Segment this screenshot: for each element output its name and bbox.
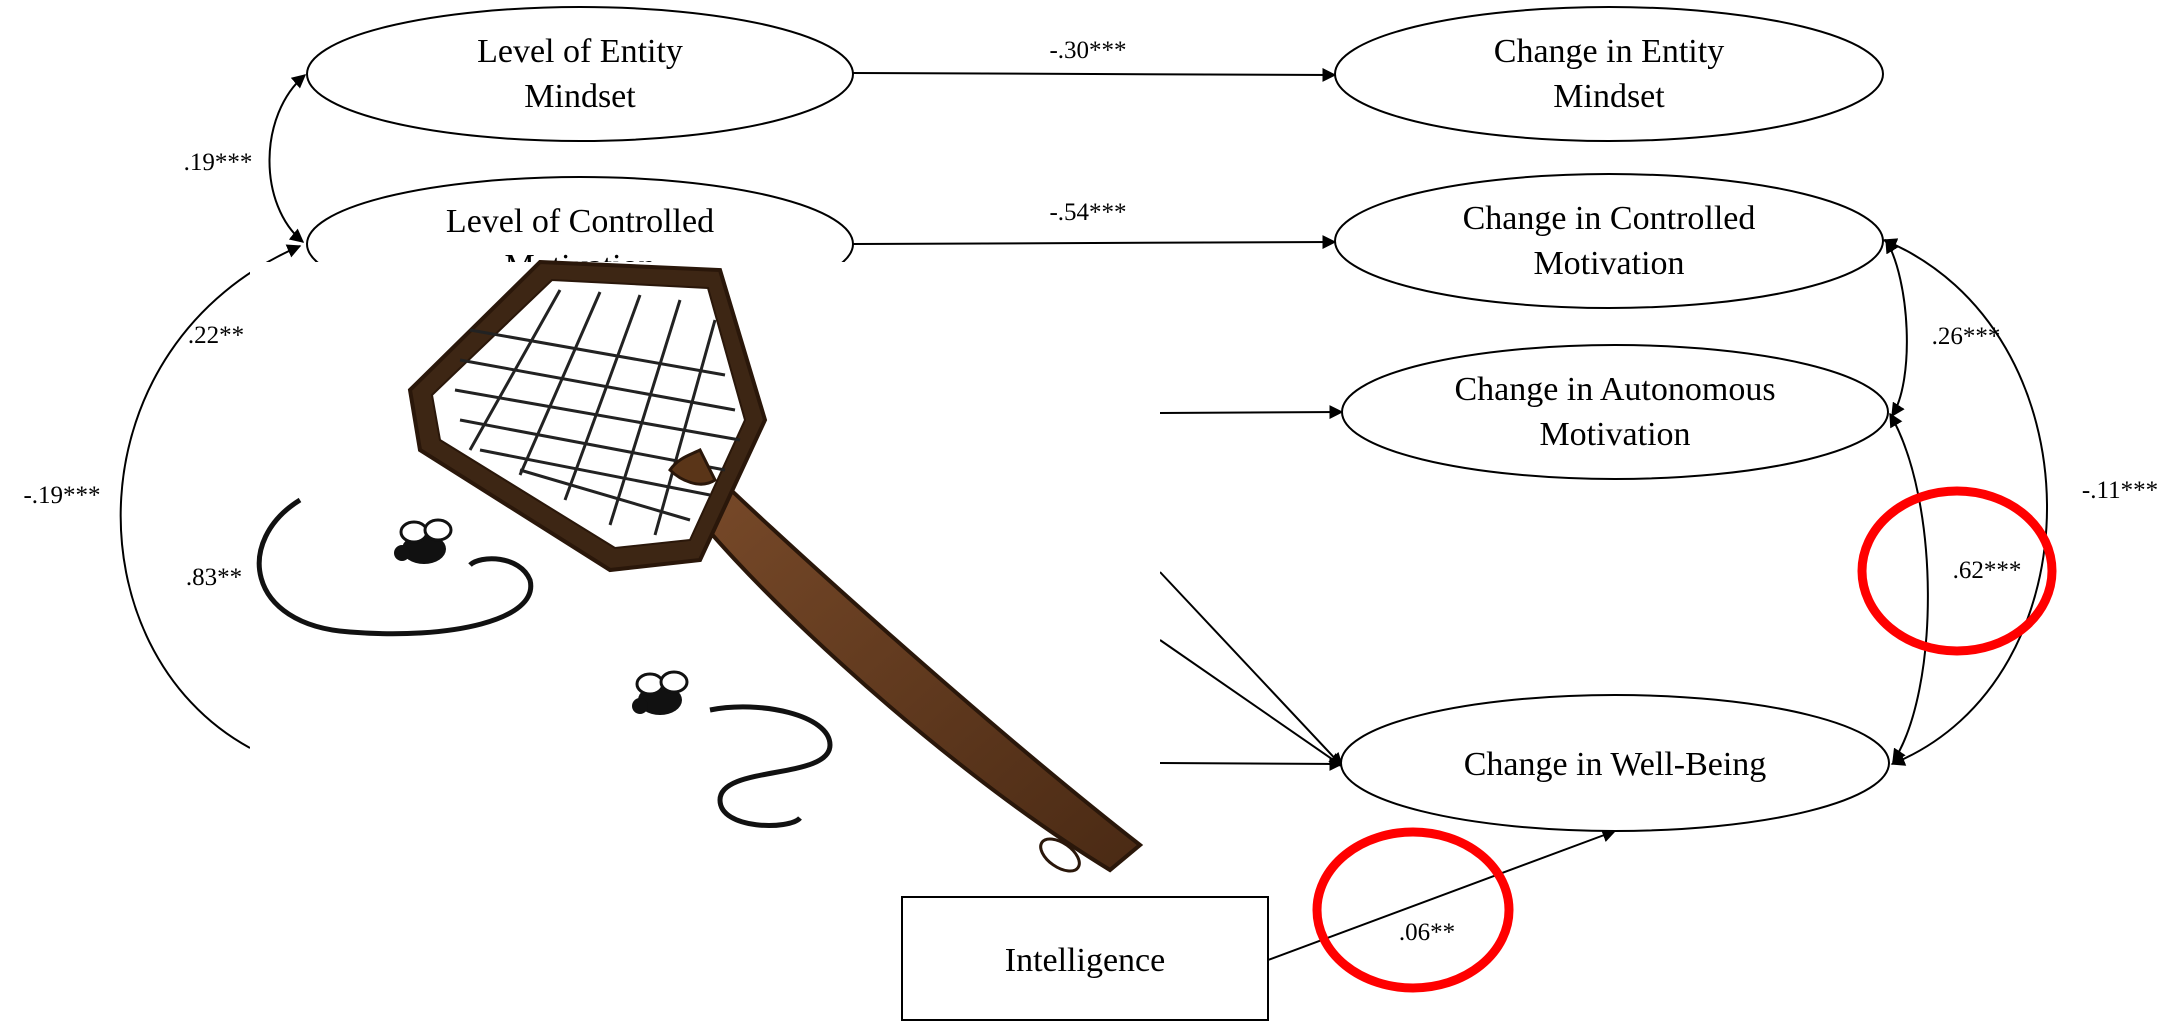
- fly-swatter-icon: [250, 259, 1160, 882]
- path-to-wellbeing-1: [1159, 571, 1343, 768]
- covariance-controlled-autonomous: [1885, 238, 1908, 418]
- node-label: Change in Autonomous: [1454, 371, 1775, 408]
- covariance-levels: [268, 74, 307, 243]
- node-label: Change in Entity: [1494, 33, 1724, 70]
- coef-controlled-change: -.54***: [1049, 199, 1126, 226]
- node-label: Level of Controlled: [446, 203, 714, 240]
- fly-icon: [394, 518, 453, 564]
- path-to-wellbeing-2: [1159, 639, 1344, 767]
- node-label: Change in Controlled: [1463, 200, 1756, 237]
- highlight-circle: [1312, 827, 1514, 993]
- coef-right-26: .26***: [1932, 323, 2001, 350]
- coef-right-minus-11: -.11***: [2082, 477, 2158, 504]
- node-label: Motivation: [1533, 245, 1684, 282]
- coef-left-22: .22**: [188, 322, 244, 349]
- covariance-left-outer: [119, 244, 302, 749]
- path-controlled-to-change: [851, 235, 1337, 250]
- path-to-wellbeing-3: [1159, 756, 1344, 771]
- node-change-controlled-motivation: Change in Controlled Motivation: [1334, 173, 1884, 309]
- node-label: Mindset: [524, 78, 636, 115]
- covariance-autonomous-wellbeing: [1889, 412, 1929, 764]
- node-label: Intelligence: [1005, 942, 1165, 979]
- node-change-autonomous-motivation: Change in Autonomous Motivation: [1341, 344, 1889, 480]
- coef-intelligence-wellbeing: .06**: [1399, 919, 1455, 946]
- coef-entity-change: -.30***: [1049, 37, 1126, 64]
- node-label: Level of Entity: [477, 33, 683, 70]
- node-intelligence: Intelligence: [901, 896, 1269, 1021]
- node-label: Mindset: [1553, 78, 1665, 115]
- node-change-entity-mindset: Change in Entity Mindset: [1334, 6, 1884, 142]
- node-level-entity-mindset: Level of Entity Mindset: [306, 6, 854, 142]
- coef-left-minus-19: -.19***: [23, 482, 100, 509]
- node-label: Motivation: [1539, 416, 1690, 453]
- highlight-circle: [1857, 486, 2057, 656]
- coef-right-62: .62***: [1953, 557, 2022, 584]
- coef-left-83: .83**: [186, 564, 242, 591]
- path-to-autonomous: [1159, 405, 1344, 420]
- fly-icon: [632, 670, 689, 715]
- covariance-controlled-wellbeing: [1882, 238, 2048, 766]
- coef-level-covariance: .19***: [184, 149, 253, 176]
- node-label: Change in Well-Being: [1464, 746, 1767, 783]
- path-entity-to-change: [851, 67, 1337, 82]
- node-change-well-being: Change in Well-Being: [1340, 694, 1890, 832]
